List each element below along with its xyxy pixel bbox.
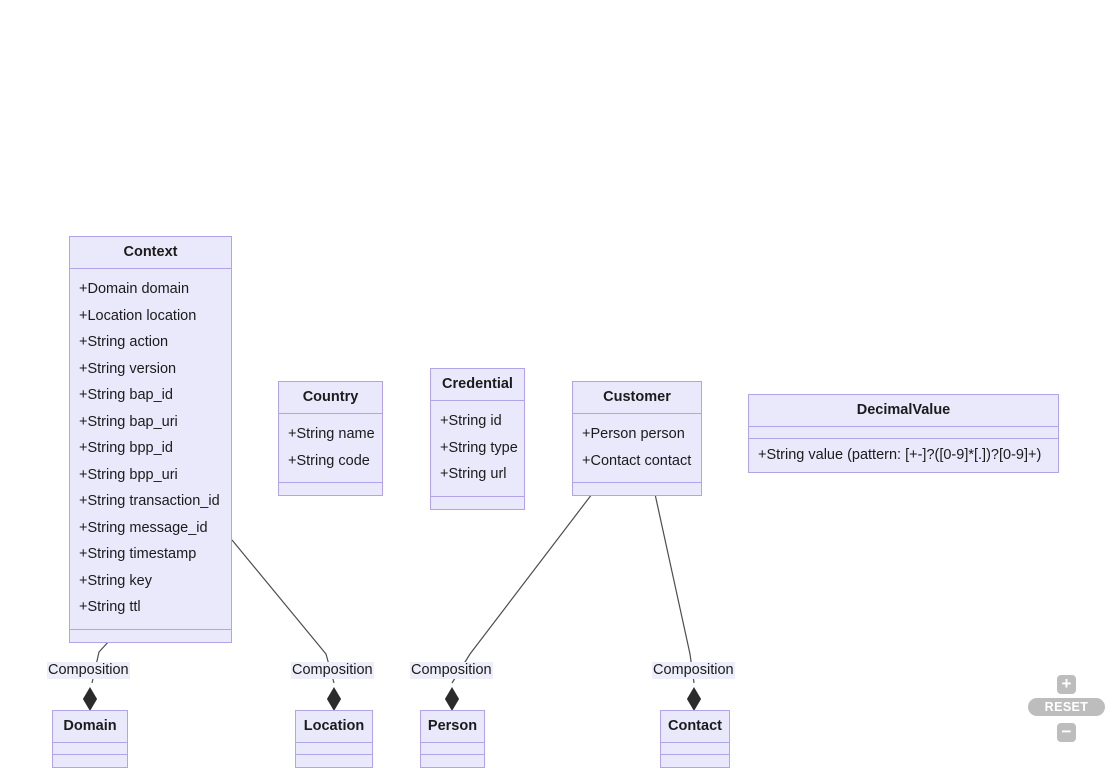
uml-attribute: +String url xyxy=(440,466,507,482)
zoom-controls[interactable]: + RESET − xyxy=(1028,671,1108,743)
uml-attributes-compartment xyxy=(661,743,729,755)
uml-attribute: +String ttl xyxy=(79,599,141,615)
uml-attribute: +Person person xyxy=(582,426,685,442)
uml-operations-compartment xyxy=(431,497,524,509)
uml-class-name: Contact xyxy=(661,711,729,743)
uml-attribute: +Location location xyxy=(79,307,197,324)
uml-class-credential[interactable]: Credential+String id+String type+String … xyxy=(430,368,525,510)
uml-class-decimalvalue[interactable]: DecimalValue +String value (pattern: [+-]… xyxy=(748,394,1059,473)
uml-attribute: +String bpp_id xyxy=(79,440,173,456)
uml-attribute: +String bap_id xyxy=(79,387,173,403)
uml-operations-compartment xyxy=(53,755,127,767)
uml-attribute: +String id xyxy=(440,413,502,429)
uml-attribute: +Domain domain xyxy=(79,281,190,297)
relationship-line-customer-person xyxy=(451,493,593,684)
zoom-in-button[interactable]: + xyxy=(1057,675,1076,694)
uml-attribute: +Contact contact xyxy=(582,452,692,469)
uml-operations-compartment: +String value (pattern: [+-]?([0-9]*[.])… xyxy=(749,439,1058,472)
uml-attributes-compartment: +Person person +Contact contact xyxy=(573,414,701,483)
uml-attribute: +String timestamp xyxy=(79,546,197,562)
uml-class-name: Person xyxy=(421,711,484,743)
relationship-label-customer-person: Composition xyxy=(410,662,493,679)
uml-attribute: +String version xyxy=(79,360,177,377)
composition-diamond-customer-contact xyxy=(686,687,702,711)
uml-class-contact[interactable]: Contact xyxy=(660,710,730,768)
zoom-out-button[interactable]: − xyxy=(1057,723,1076,742)
relationship-label-context-domain: Composition xyxy=(47,662,130,679)
uml-class-name: Credential xyxy=(431,369,524,401)
uml-attribute: +String message_id xyxy=(79,519,208,536)
uml-class-person[interactable]: Person xyxy=(420,710,485,768)
uml-attributes-compartment xyxy=(53,743,127,755)
uml-operations-compartment xyxy=(421,755,484,767)
composition-diamond-customer-person xyxy=(444,687,460,711)
uml-attribute: +String type xyxy=(440,439,518,456)
uml-class-customer[interactable]: Customer +Person person +Contact contact xyxy=(572,381,702,496)
zoom-reset-button[interactable]: RESET xyxy=(1028,698,1105,716)
uml-class-context[interactable]: Context+Domain domain+Location location+… xyxy=(69,236,232,643)
uml-operations-compartment xyxy=(70,630,231,642)
uml-class-name: Context xyxy=(70,237,231,269)
uml-class-country[interactable]: Country +String name +String code xyxy=(278,381,383,496)
uml-class-domain[interactable]: Domain xyxy=(52,710,128,768)
relationship-line-customer-contact xyxy=(654,493,695,684)
uml-class-name: DecimalValue xyxy=(749,395,1058,427)
uml-operations-compartment xyxy=(573,483,701,495)
uml-attribute: +String key xyxy=(79,572,152,589)
uml-operation: +String value (pattern: [+-]?([0-9]*[.])… xyxy=(758,447,1042,463)
uml-class-name: Customer xyxy=(573,382,701,414)
composition-diamond-context-location xyxy=(326,687,342,711)
uml-class-name: Location xyxy=(296,711,372,743)
composition-diamond-context-domain xyxy=(82,687,98,711)
relationship-label-customer-contact: Composition xyxy=(652,662,735,679)
uml-attribute: +String bpp_uri xyxy=(79,466,178,483)
uml-attribute: +String code xyxy=(288,452,370,469)
uml-operations-compartment xyxy=(279,483,382,495)
uml-attributes-compartment xyxy=(421,743,484,755)
relationship-label-context-location: Composition xyxy=(291,662,374,679)
uml-attributes-compartment: +String id +String type +String url xyxy=(431,401,524,497)
uml-attribute: +String action xyxy=(79,334,169,350)
uml-attribute: +String name xyxy=(288,426,375,442)
uml-class-name: Domain xyxy=(53,711,127,743)
uml-attributes-compartment: +Domain domain +Location location +String … xyxy=(70,269,231,630)
uml-attribute: +String bap_uri xyxy=(79,413,178,430)
uml-attributes-compartment xyxy=(749,427,1058,439)
uml-attribute: +String transaction_id xyxy=(79,493,220,509)
uml-operations-compartment xyxy=(661,755,729,767)
uml-attributes-compartment: +String name +String code xyxy=(279,414,382,483)
uml-class-name: Country xyxy=(279,382,382,414)
uml-attributes-compartment xyxy=(296,743,372,755)
uml-class-location[interactable]: Location xyxy=(295,710,373,768)
uml-operations-compartment xyxy=(296,755,372,767)
